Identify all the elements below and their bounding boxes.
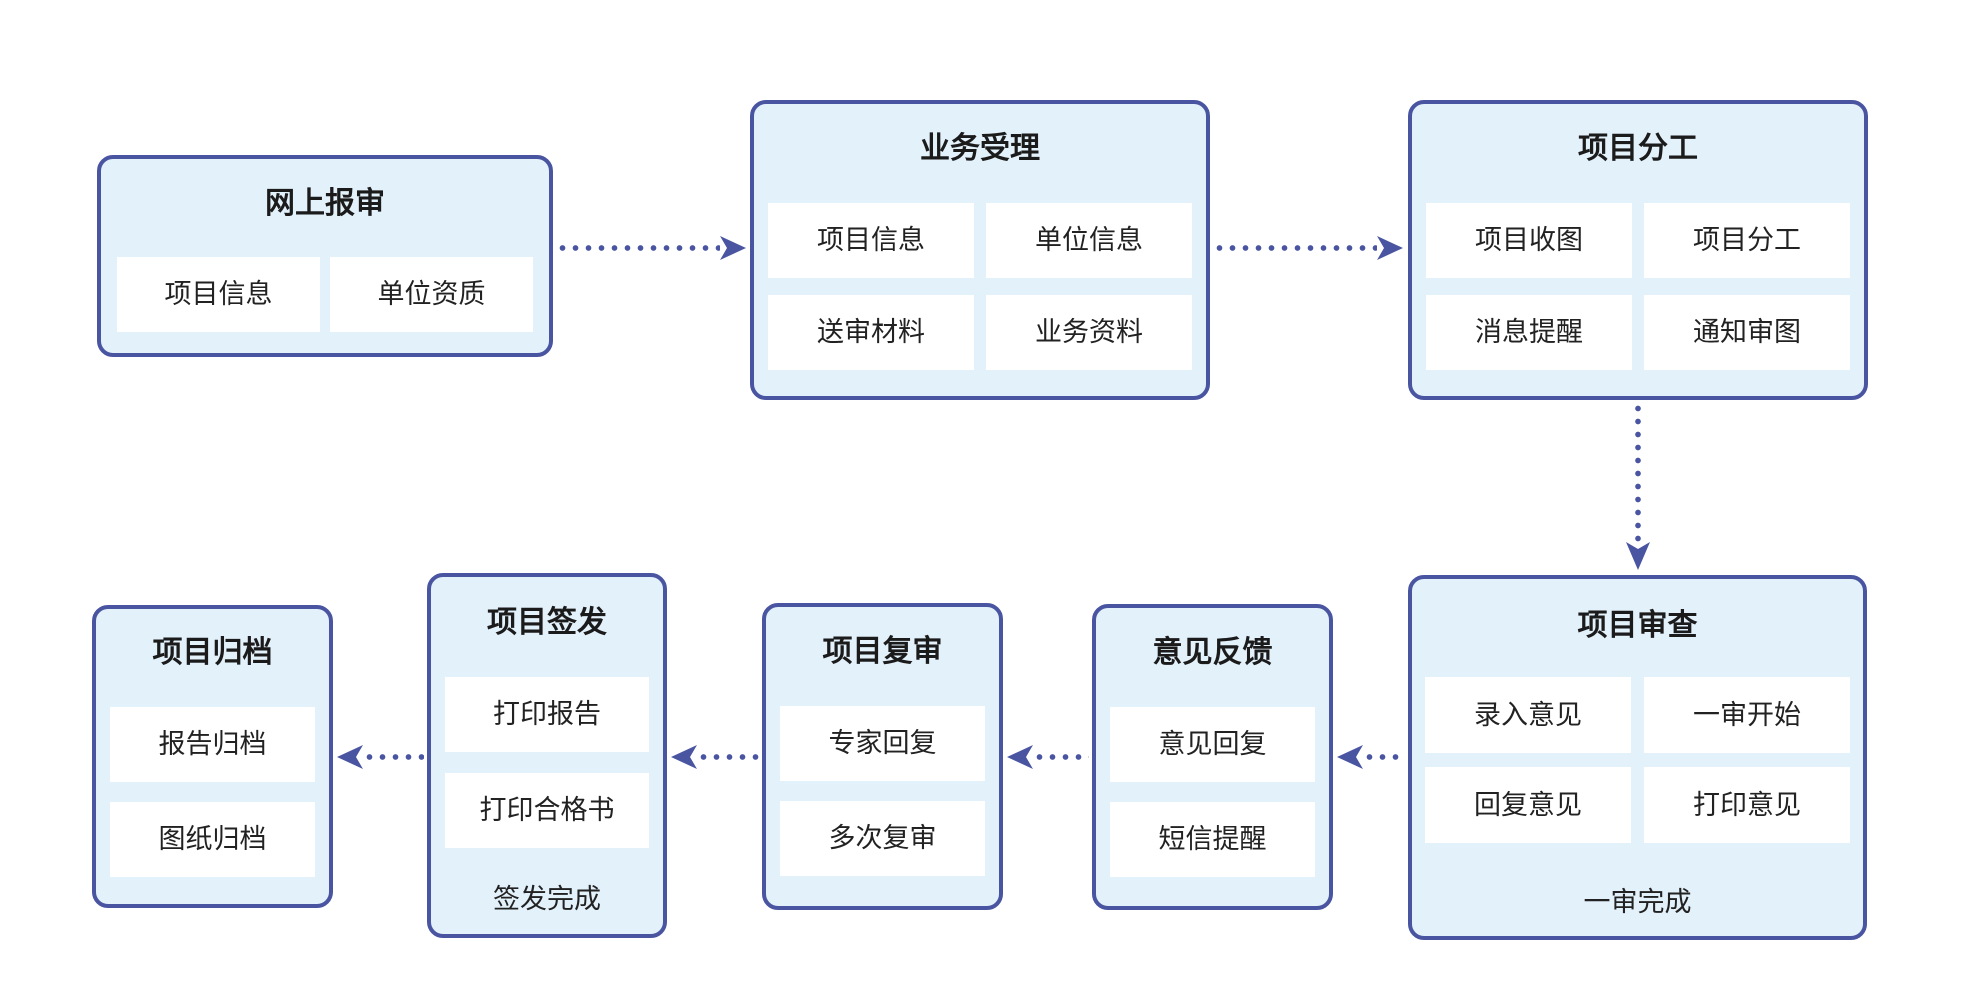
dotted-line	[1635, 402, 1641, 542]
flow-node-online-submission: 网上报审 项目信息 单位资质	[97, 155, 553, 357]
flow-step-item: 意见回复	[1110, 707, 1315, 782]
dotted-line	[697, 754, 759, 760]
arrow-project-division-to-project-review	[1625, 402, 1651, 570]
arrow-recheck-to-issuance	[671, 744, 759, 770]
node-items: 项目信息 单位资质	[101, 257, 549, 332]
node-title: 项目签发	[487, 606, 607, 639]
arrowhead-left-icon	[671, 745, 697, 769]
flow-step-item: 单位信息	[986, 203, 1192, 278]
flow-step-item: 打印合格书	[445, 773, 649, 848]
flow-node-feedback: 意见反馈 意见回复 短信提醒	[1092, 604, 1333, 910]
dotted-line	[1213, 245, 1377, 251]
flow-step-item: 报告归档	[110, 707, 315, 782]
node-title: 项目审查	[1577, 609, 1698, 642]
flow-step-item: 项目信息	[117, 257, 320, 332]
node-items: 项目收图 项目分工 消息提醒 通知审图	[1412, 203, 1864, 370]
flow-step-item: 短信提醒	[1110, 802, 1315, 877]
flow-step-text: 签发完成	[493, 884, 601, 914]
node-items: 报告归档 图纸归档	[96, 707, 329, 877]
arrowhead-down-icon	[1626, 542, 1650, 570]
arrow-business-acceptance-to-project-division	[1213, 235, 1403, 261]
dotted-line	[363, 754, 424, 760]
node-title: 项目归档	[152, 636, 273, 669]
node-items: 意见回复 短信提醒	[1096, 707, 1329, 877]
node-title: 项目复审	[822, 635, 943, 668]
node-items: 打印报告 打印合格书	[431, 677, 663, 848]
dotted-line	[556, 245, 720, 251]
flow-node-recheck: 项目复审 专家回复 多次复审	[762, 603, 1003, 910]
arrowhead-right-icon	[1377, 236, 1403, 260]
flow-node-project-division: 项目分工 项目收图 项目分工 消息提醒 通知审图	[1408, 100, 1868, 400]
dotted-line	[1033, 754, 1089, 760]
node-title: 网上报审	[265, 187, 385, 220]
arrowhead-left-icon	[1337, 745, 1363, 769]
flow-step-item: 录入意见	[1425, 677, 1631, 753]
arrowhead-left-icon	[337, 745, 363, 769]
flow-step-item: 打印报告	[445, 677, 649, 752]
node-items: 项目信息 单位信息 送审材料 业务资料	[754, 203, 1206, 370]
node-title: 业务受理	[920, 132, 1040, 165]
flow-step-item: 送审材料	[768, 295, 974, 370]
arrowhead-right-icon	[720, 236, 746, 260]
flow-step-item: 消息提醒	[1426, 295, 1632, 370]
node-items: 专家回复 多次复审	[766, 706, 999, 876]
flow-node-project-review: 项目审查 录入意见 一审开始 回复意见 打印意见 一审完成	[1408, 575, 1867, 940]
flow-node-issuance: 项目签发 打印报告 打印合格书 签发完成	[427, 573, 667, 938]
flow-node-archive: 项目归档 报告归档 图纸归档	[92, 605, 333, 908]
arrowhead-left-icon	[1007, 745, 1033, 769]
arrow-issuance-to-archive	[337, 744, 424, 770]
flow-step-item: 专家回复	[780, 706, 985, 781]
arrow-online-submission-to-business-acceptance	[556, 235, 746, 261]
arrow-project-review-to-feedback	[1337, 744, 1405, 770]
flow-step-item: 一审开始	[1644, 677, 1850, 753]
flow-step-item: 项目信息	[768, 203, 974, 278]
arrow-feedback-to-recheck	[1007, 744, 1089, 770]
flow-step-item: 项目分工	[1644, 203, 1850, 278]
flow-step-text: 一审完成	[1583, 887, 1692, 917]
flow-step-item: 回复意见	[1425, 767, 1631, 843]
flow-step-item: 单位资质	[330, 257, 533, 332]
dotted-line	[1363, 754, 1405, 760]
node-items: 录入意见 一审开始 回复意见 打印意见	[1412, 677, 1863, 843]
flow-step-item: 图纸归档	[110, 802, 315, 877]
flow-step-item: 多次复审	[780, 801, 985, 876]
flow-step-item: 打印意见	[1644, 767, 1850, 843]
flow-step-item: 通知审图	[1644, 295, 1850, 370]
node-title: 意见反馈	[1152, 636, 1273, 669]
node-title: 项目分工	[1578, 132, 1698, 165]
flow-step-item: 业务资料	[986, 295, 1192, 370]
flow-step-item: 项目收图	[1426, 203, 1632, 278]
flow-node-business-acceptance: 业务受理 项目信息 单位信息 送审材料 业务资料	[750, 100, 1210, 400]
